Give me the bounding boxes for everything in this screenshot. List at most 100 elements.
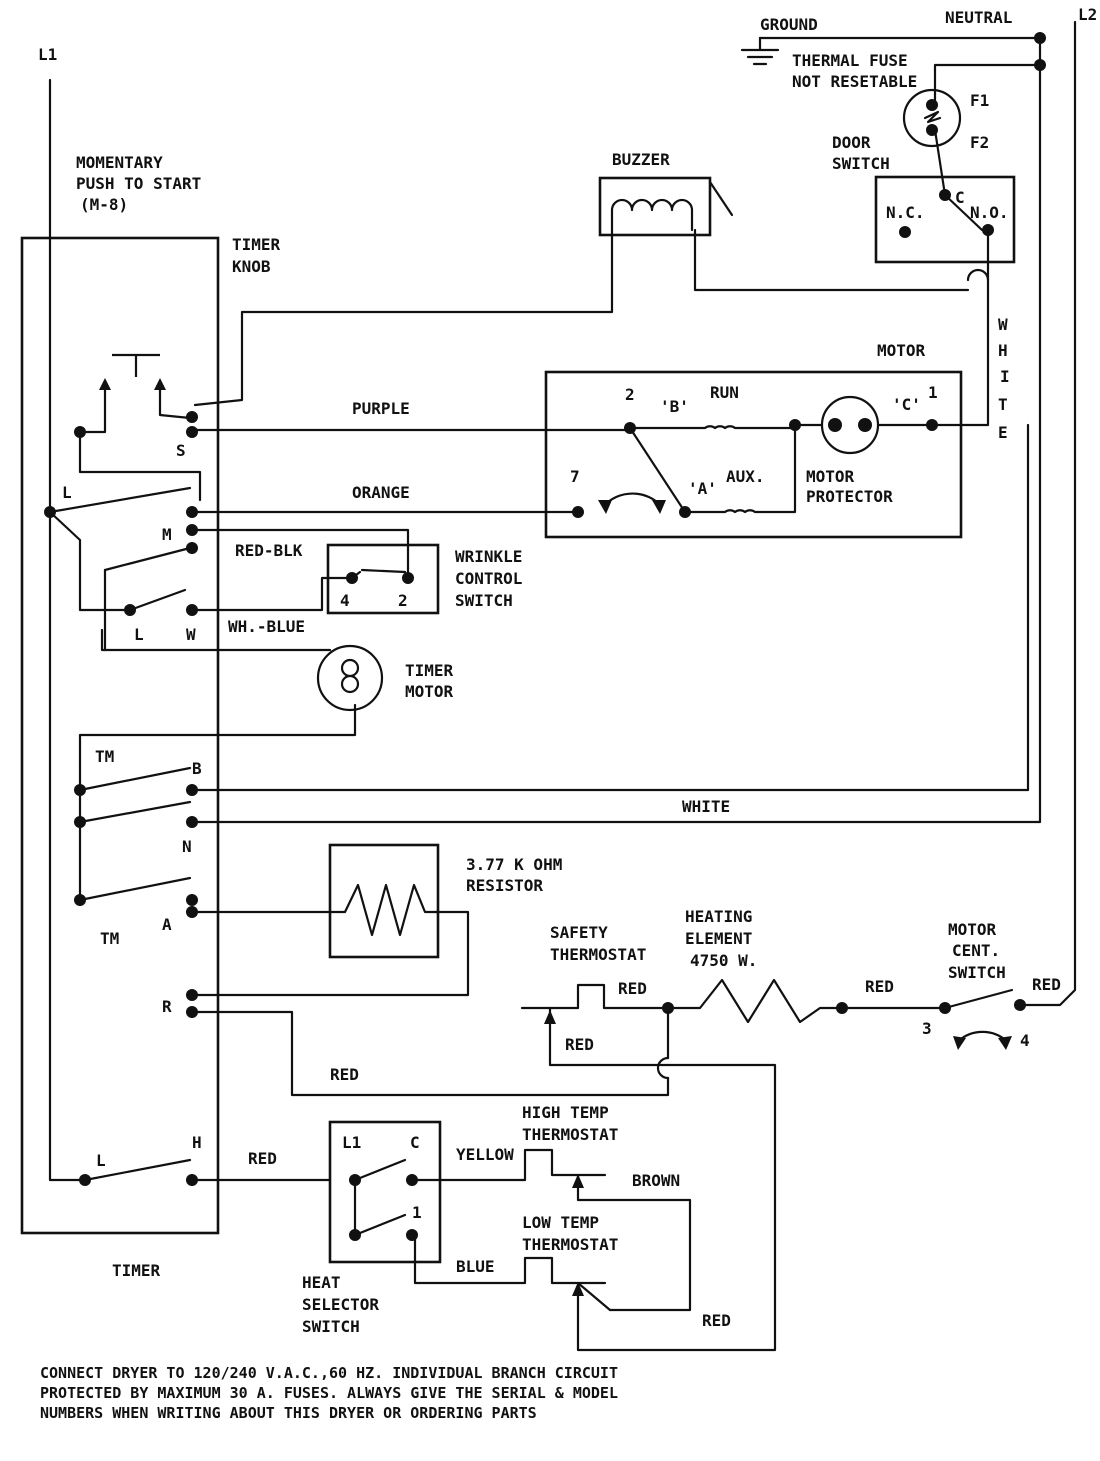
timer-label: TIMER: [112, 1261, 161, 1280]
white-v-5: E: [998, 423, 1008, 442]
resistor-label: RESISTOR: [466, 876, 543, 895]
neutral-label: NEUTRAL: [945, 8, 1012, 27]
door-no-label: N.O.: [970, 203, 1009, 222]
motor-t2: 2: [625, 385, 635, 404]
timer-motor-label: TIMER: [405, 661, 454, 680]
heat-selector-label-2: SELECTOR: [302, 1295, 379, 1314]
red-h-wire-label: RED: [248, 1149, 277, 1168]
buzzer-label: BUZZER: [612, 150, 670, 169]
terminal-w: W: [186, 625, 196, 644]
thermal-fuse-sublabel: NOT RESETABLE: [792, 72, 917, 91]
yellow-wire-label: YELLOW: [456, 1145, 514, 1164]
terminal-l-mid: L: [134, 625, 144, 644]
low-temp-label-2: THERMOSTAT: [522, 1235, 618, 1254]
terminal-a: A: [162, 915, 172, 934]
white-v-2: H: [998, 341, 1008, 360]
resistor: [328, 843, 440, 959]
l2-label: L2: [1078, 5, 1097, 24]
red-r-wire-label: RED: [330, 1065, 359, 1084]
terminal-tm-1: TM: [95, 747, 114, 766]
terminal-r: R: [162, 997, 172, 1016]
timer-motor: [316, 644, 384, 712]
white-v-4: T: [998, 395, 1008, 414]
orange-wire-label: ORANGE: [352, 483, 410, 502]
momentary-label: MOMENTARY: [76, 153, 163, 172]
wh-blue-label: WH.-BLUE: [228, 617, 305, 636]
blue-wire-label: BLUE: [456, 1257, 495, 1276]
red-low-wire-label: RED: [702, 1311, 731, 1330]
terminal-b: B: [192, 759, 202, 778]
resistor-value: 3.77 K OHM: [466, 855, 562, 874]
red-safety-wire-label-2: RED: [565, 1035, 594, 1054]
door-switch-sublabel: SWITCH: [832, 154, 890, 173]
f2-label: F2: [970, 133, 989, 152]
terminal-s: S: [176, 441, 186, 460]
buzzer: [598, 176, 734, 237]
wrinkle-t2: 2: [398, 591, 408, 610]
motor-t7: 7: [570, 467, 580, 486]
footer-note-line-3: NUMBERS WHEN WRITING ABOUT THIS DRYER OR…: [40, 1404, 537, 1422]
high-temp-label: HIGH TEMP: [522, 1103, 609, 1122]
labels: L1 L2 GROUND NEUTRAL THERMAL FUSE NOT RE…: [38, 5, 1097, 1422]
terminal-m: M: [162, 525, 172, 544]
door-nc-label: N.C.: [886, 203, 925, 222]
wrinkle-t4: 4: [340, 591, 350, 610]
door-switch-label: DOOR: [832, 133, 871, 152]
wrinkle-label-3: SWITCH: [455, 591, 513, 610]
timer-frame: [20, 236, 220, 1235]
motor-cent-switch-label-2: CENT.: [952, 941, 1000, 960]
white-wire-label: WHITE: [682, 797, 730, 816]
wrinkle-control-switch: [326, 543, 440, 615]
timer-knob-label-2: KNOB: [232, 257, 271, 276]
terminal-n: N: [182, 837, 192, 856]
momentary-label-3: (M-8): [80, 195, 128, 214]
motor-cent-switch-label: MOTOR: [948, 920, 997, 939]
heating-element-wattage: 4750 W.: [690, 951, 757, 970]
high-temp-label-2: THERMOSTAT: [522, 1125, 618, 1144]
terminal-tm-2: TM: [100, 929, 119, 948]
heat-selector-switch: [328, 1120, 584, 1296]
thermal-fuse: [902, 88, 962, 148]
safety-thermostat-label: SAFETY: [550, 923, 608, 942]
timer-block: [20, 236, 220, 1235]
motor-protector-label-2: PROTECTOR: [806, 487, 893, 506]
wiring: [48, 20, 1077, 1352]
heat-selector-l1: L1: [342, 1133, 361, 1152]
red-l2-wire-label: RED: [1032, 975, 1061, 994]
motor-a: 'A': [688, 479, 717, 498]
wrinkle-label: WRINKLE: [455, 547, 522, 566]
white-v-1: W: [998, 315, 1008, 334]
wrinkle-label-2: CONTROL: [455, 569, 522, 588]
timer-knob-label: TIMER: [232, 235, 281, 254]
terminal-h: H: [192, 1133, 202, 1152]
terminal-l-bottom: L: [96, 1151, 106, 1170]
white-v-3: I: [1000, 367, 1010, 386]
red-safety-wire-label: RED: [618, 979, 647, 998]
timer-motor-label-2: MOTOR: [405, 682, 454, 701]
motor: [544, 370, 963, 539]
footer-note-line-1: CONNECT DRYER TO 120/240 V.A.C.,60 HZ. I…: [40, 1364, 618, 1382]
motor-run: RUN: [710, 383, 739, 402]
l1-label: L1: [38, 45, 57, 64]
heating-circuit-nodes: [544, 999, 1026, 1050]
motor-cent-switch-label-3: SWITCH: [948, 963, 1006, 982]
motor-aux: AUX.: [726, 467, 765, 486]
heat-selector-c: C: [410, 1133, 420, 1152]
momentary-label-2: PUSH TO START: [76, 174, 201, 193]
ground-label: GROUND: [760, 15, 818, 34]
door-c-label: C: [955, 188, 965, 207]
brown-wire-label: BROWN: [632, 1171, 680, 1190]
motor-c: 'C': [892, 395, 921, 414]
low-temp-label: LOW TEMP: [522, 1213, 599, 1232]
terminal-l-top: L: [62, 483, 72, 502]
motor-t1: 1: [928, 383, 938, 402]
motor-b: 'B': [660, 397, 689, 416]
motor-cent-t3: 3: [922, 1019, 932, 1038]
heating-element-label-2: ELEMENT: [685, 929, 752, 948]
motor-cent-t4: 4: [1020, 1031, 1030, 1050]
door-switch: [874, 175, 1016, 264]
heat-selector-label-3: SWITCH: [302, 1317, 360, 1336]
purple-wire-label: PURPLE: [352, 399, 410, 418]
footer-note-line-2: PROTECTED BY MAXIMUM 30 A. FUSES. ALWAYS…: [40, 1384, 618, 1402]
